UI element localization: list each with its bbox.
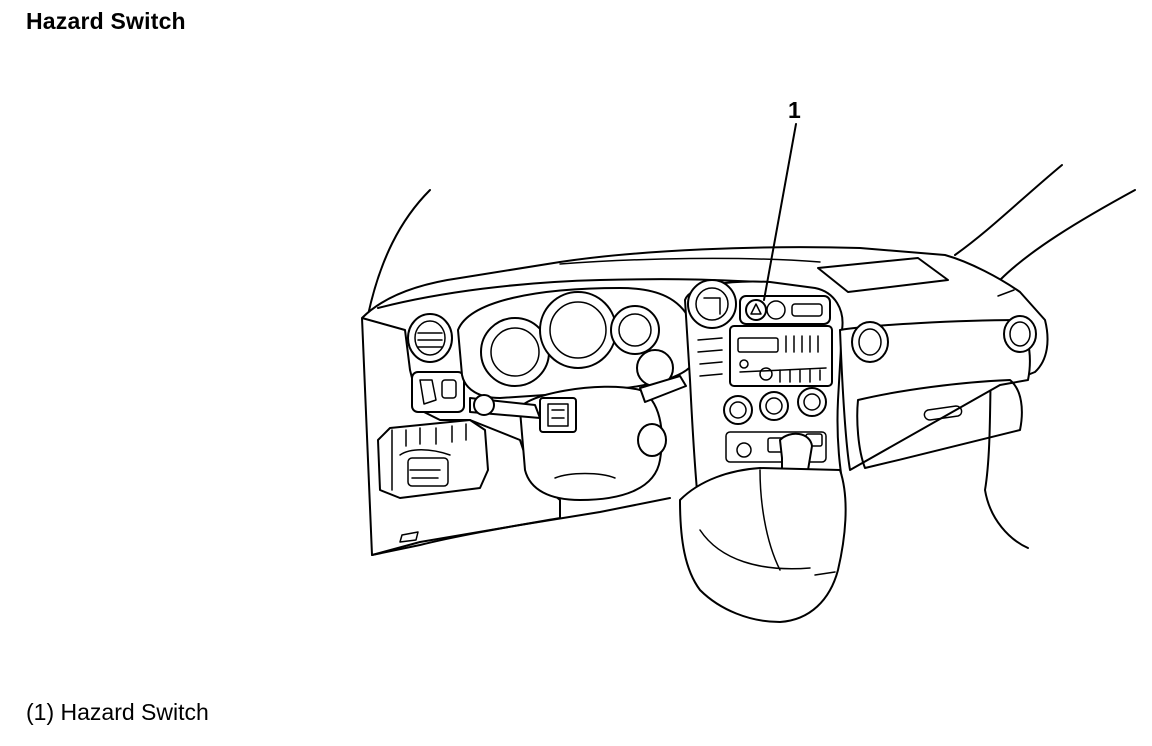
glovebox-handle bbox=[923, 405, 963, 421]
right-air-vent bbox=[1003, 315, 1037, 353]
callout-label-1: 1 bbox=[788, 97, 801, 123]
center-air-vent-right bbox=[851, 321, 889, 363]
page-title: Hazard Switch bbox=[26, 8, 186, 34]
hazard-switch bbox=[745, 299, 767, 321]
fuel-gauge bbox=[610, 305, 660, 355]
multifunction-switch bbox=[539, 397, 577, 433]
center-console bbox=[679, 467, 847, 623]
center-air-vent-left bbox=[687, 279, 737, 329]
ignition-switch bbox=[637, 423, 667, 457]
glovebox bbox=[856, 379, 1023, 469]
left-air-vent-inner bbox=[414, 320, 446, 356]
climate-knob-left bbox=[723, 395, 753, 425]
climate-knob-center bbox=[759, 391, 789, 421]
right-dash-face bbox=[839, 319, 1031, 471]
radio-unit bbox=[729, 325, 833, 387]
left-switch-panel bbox=[411, 371, 465, 413]
dash-lower-edge bbox=[371, 497, 671, 556]
hazard-triangle-icon bbox=[750, 303, 762, 315]
speedometer-gauge bbox=[539, 291, 617, 369]
left-a-pillar bbox=[367, 189, 431, 316]
callout-leader-line bbox=[763, 123, 797, 301]
right-a-pillar bbox=[954, 164, 1063, 256]
passenger-airbag-panel bbox=[817, 257, 949, 293]
wiper-stalk bbox=[639, 375, 687, 403]
climate-knob-right bbox=[797, 387, 827, 417]
figure-caption: (1) Hazard Switch bbox=[26, 699, 209, 725]
